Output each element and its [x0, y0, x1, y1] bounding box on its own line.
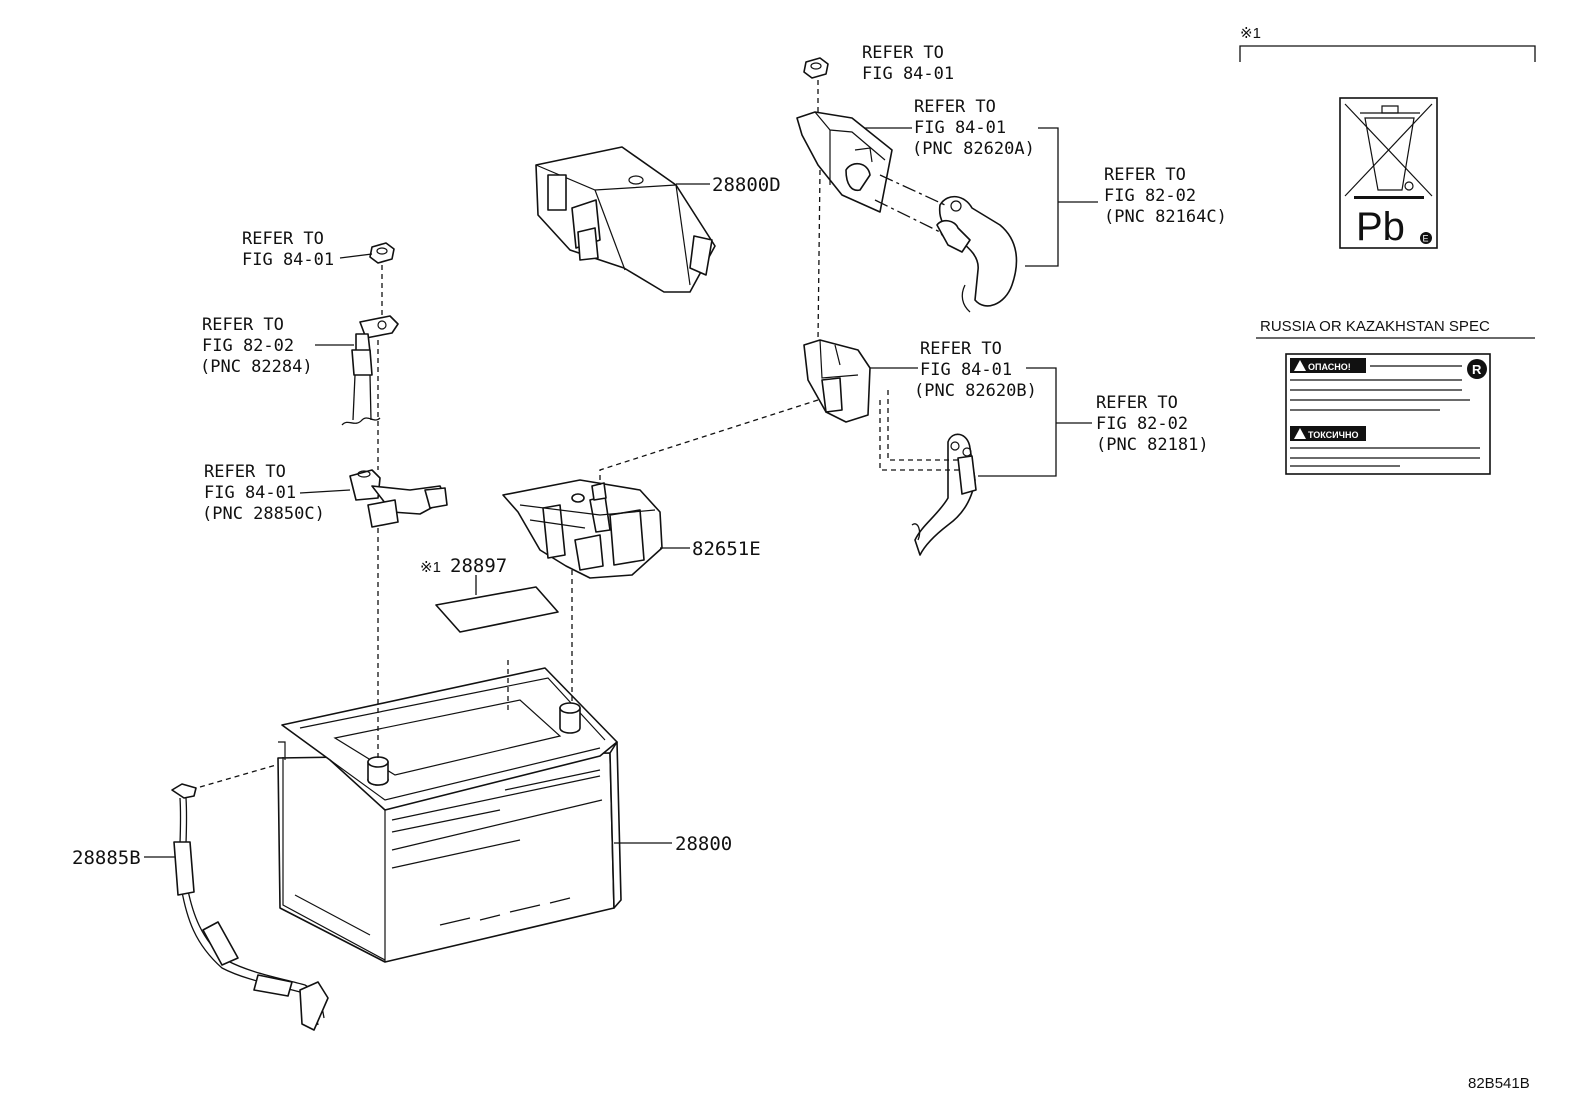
callout-refer-cable-c: REFER TO FIG 82-02 (PNC 82164C): [1104, 165, 1227, 227]
svg-text:FIG 84-01: FIG 84-01: [242, 250, 334, 270]
negative-post: [367, 756, 389, 786]
svg-text:REFER TO: REFER TO: [242, 229, 324, 249]
callout-refer-cable-82284: REFER TO FIG 82-02 (PNC 82284): [200, 315, 313, 377]
svg-text:(PNC 82620A): (PNC 82620A): [912, 139, 1035, 159]
region-badge: R: [1472, 362, 1482, 377]
svg-text:REFER TO: REFER TO: [920, 339, 1002, 359]
part-number-82651E: 82651E: [692, 538, 761, 560]
svg-text:REFER TO: REFER TO: [204, 462, 286, 482]
leader-lines: [144, 127, 1098, 858]
svg-text:(PNC 82181): (PNC 82181): [1096, 435, 1209, 455]
sensor-28850C[interactable]: [349, 469, 448, 528]
part-number-28885B: 28885B: [72, 847, 141, 869]
svg-text:(PNC 28850C): (PNC 28850C): [202, 504, 325, 524]
svg-text:FIG 84-01: FIG 84-01: [914, 118, 1006, 138]
callout-refer-cable-82181: REFER TO FIG 82-02 (PNC 82181): [1096, 393, 1209, 455]
svg-text:REFER TO: REFER TO: [862, 43, 944, 63]
terminal-block-82651E[interactable]: [502, 479, 663, 579]
part-number-28897: 28897: [450, 555, 507, 577]
russia-warning-label: ОПАСНО! R ТОКСИЧНО: [1285, 353, 1491, 475]
svg-text:FIG 84-01: FIG 84-01: [204, 483, 296, 503]
cable-82181[interactable]: [911, 433, 977, 556]
cover-28800D[interactable]: [535, 146, 716, 293]
svg-text:(PNC 82164C): (PNC 82164C): [1104, 207, 1227, 227]
svg-text:REFER TO: REFER TO: [1104, 165, 1186, 185]
callout-refer-nut-top: REFER TO FIG 84-01: [862, 43, 954, 84]
svg-text:REFER TO: REFER TO: [202, 315, 284, 335]
assembly-lines: [199, 80, 960, 788]
callout-refer-nut-left: REFER TO FIG 84-01: [242, 229, 334, 270]
battery-28800[interactable]: [277, 667, 622, 963]
callout-refer-sensor-28850c: REFER TO FIG 84-01 (PNC 28850C): [202, 462, 325, 524]
svg-text:FIG 82-02: FIG 82-02: [1096, 414, 1188, 434]
svg-text:FIG 82-02: FIG 82-02: [1104, 186, 1196, 206]
wire-harness-28885B[interactable]: [171, 783, 329, 1031]
svg-text:FIG 84-01: FIG 84-01: [862, 64, 954, 84]
warning-danger: ОПАСНО!: [1308, 362, 1351, 372]
nut-left: [369, 242, 395, 264]
svg-text:REFER TO: REFER TO: [1096, 393, 1178, 413]
warning-toxic: ТОКСИЧНО: [1308, 430, 1358, 440]
part-number-28800D: 28800D: [712, 174, 781, 196]
callout-refer-bracket-a: REFER TO FIG 84-01 (PNC 82620A): [912, 97, 1035, 159]
bracket-82620A[interactable]: [796, 111, 893, 213]
inset-mark: ※1: [1240, 25, 1261, 42]
recycling-pb-label: Pb E: [1339, 97, 1438, 249]
positive-post: [559, 702, 581, 734]
pb-symbol: Pb: [1356, 205, 1405, 249]
cable-82164C[interactable]: [936, 195, 1018, 313]
part-number-28800: 28800: [675, 833, 732, 855]
nut-top: [803, 57, 829, 79]
svg-text:(PNC 82284): (PNC 82284): [200, 357, 313, 377]
svg-text:(PNC 82620B): (PNC 82620B): [914, 381, 1037, 401]
inset-note-1: ※1 Pb E RUSSIA OR KAZAKHSTAN SPEC ОПАСНО…: [1239, 25, 1536, 475]
bracket-82620B[interactable]: [803, 339, 871, 423]
figure-id: 82B541B: [1468, 1075, 1530, 1092]
pb-corner-badge: E: [1423, 234, 1429, 244]
svg-text:FIG 82-02: FIG 82-02: [202, 336, 294, 356]
svg-text:REFER TO: REFER TO: [914, 97, 996, 117]
label-sheet-28897[interactable]: [435, 586, 559, 633]
note-mark-label-sheet: ※1: [420, 559, 441, 576]
callout-refer-bracket-b: REFER TO FIG 84-01 (PNC 82620B): [914, 339, 1037, 401]
region-title: RUSSIA OR KAZAKHSTAN SPEC: [1260, 318, 1490, 335]
cable-82284[interactable]: [341, 315, 399, 426]
svg-text:FIG 84-01: FIG 84-01: [920, 360, 1012, 380]
